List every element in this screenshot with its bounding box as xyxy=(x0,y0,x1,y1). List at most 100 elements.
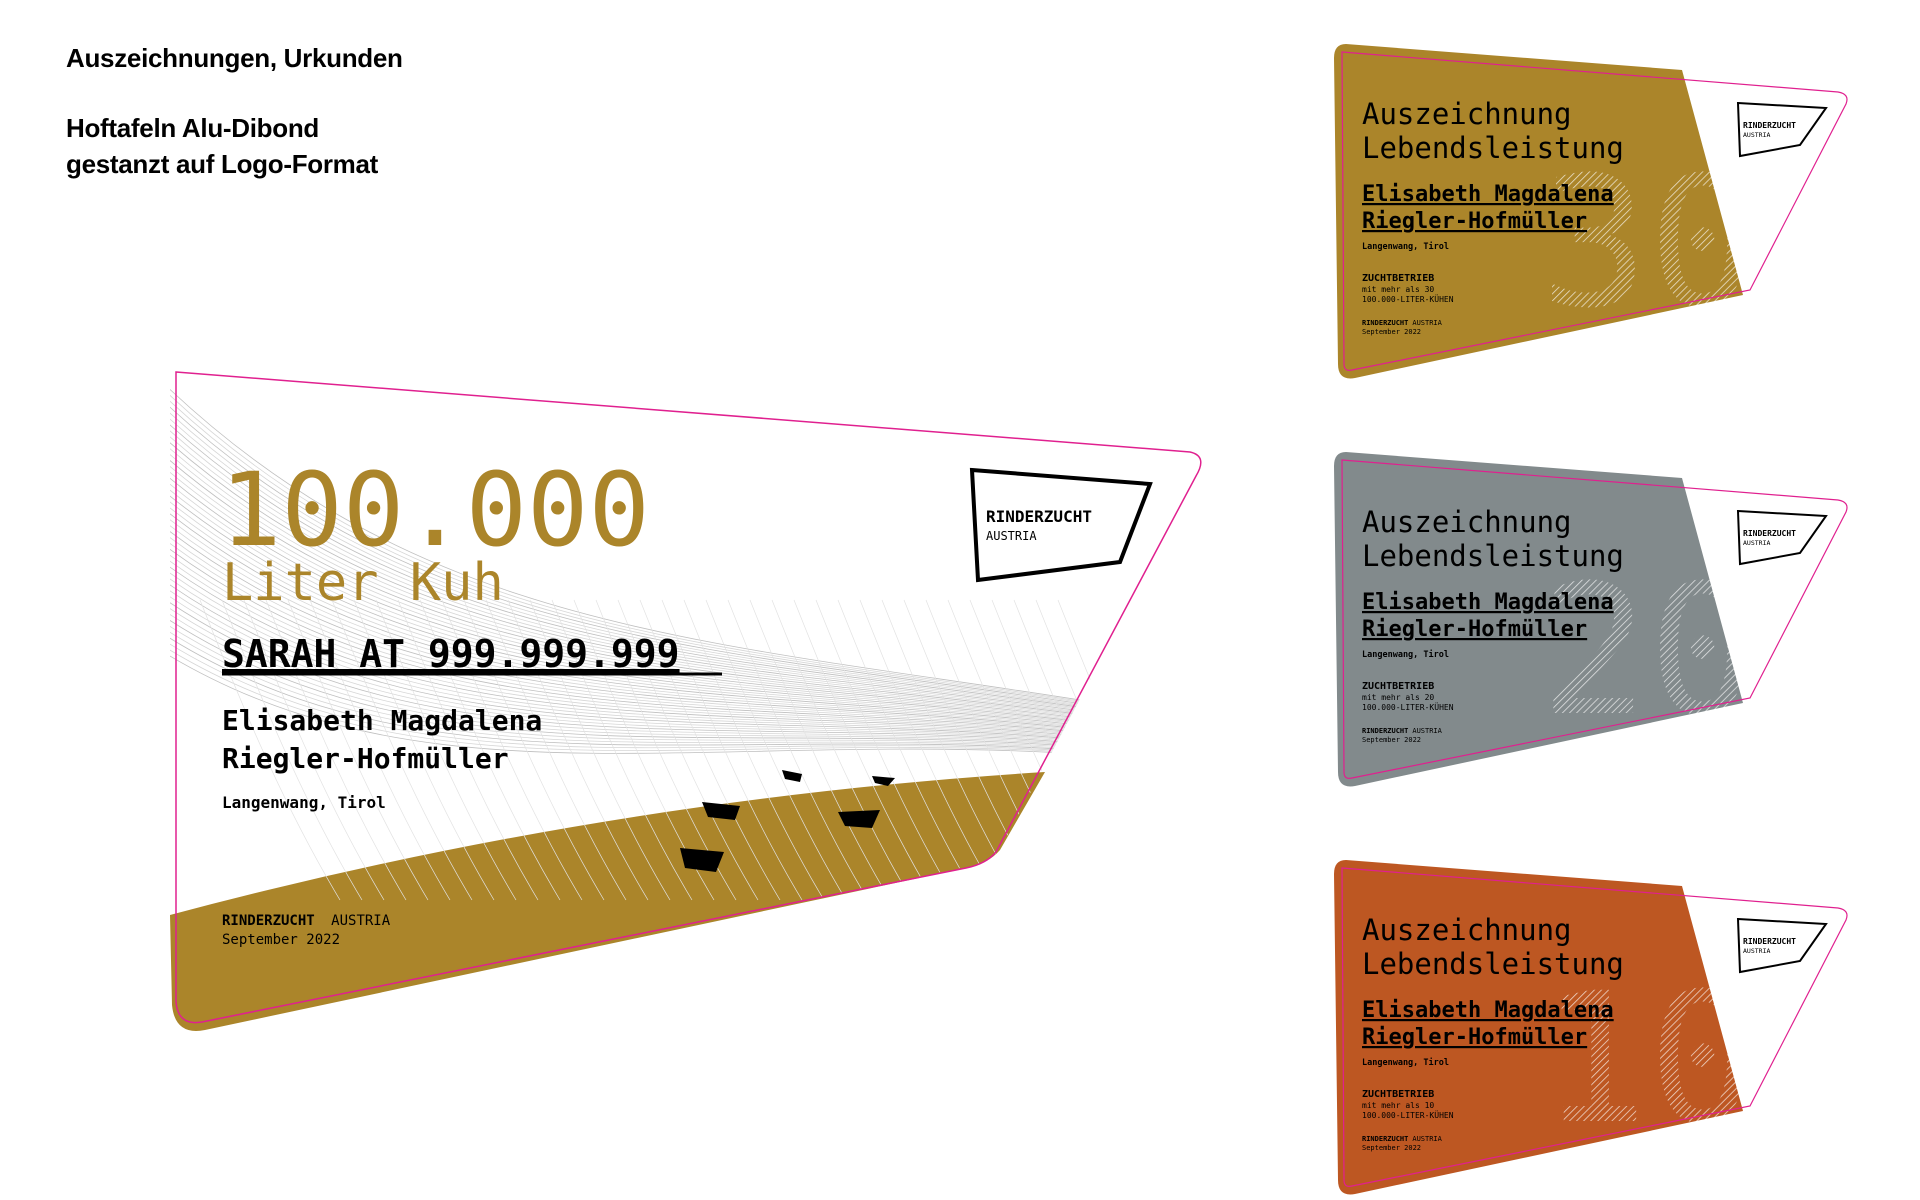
mesh-line xyxy=(170,619,1081,749)
small-plaque-field xyxy=(1334,452,1743,787)
owner-line-2: Riegler-Hofmüller xyxy=(222,742,509,775)
mesh-line xyxy=(837,599,979,901)
mesh-line xyxy=(170,511,1081,727)
cow-spot xyxy=(838,810,880,828)
owner-line-1: Elisabeth Magdalena xyxy=(222,704,542,737)
small-owner-2: Riegler-Hofmüller xyxy=(1362,617,1587,642)
mesh-line xyxy=(170,451,1081,715)
mesh-line xyxy=(397,599,539,901)
small-title-2: Lebendsleistung xyxy=(1362,539,1624,573)
main-unit: Liter Kuh xyxy=(222,553,504,613)
mesh-line xyxy=(991,599,1133,901)
mesh-line xyxy=(727,599,869,901)
mesh-line xyxy=(463,599,605,901)
small-owner-2: Riegler-Hofmüller xyxy=(1362,1025,1587,1050)
mesh-line xyxy=(170,517,1081,728)
mesh-line xyxy=(170,469,1081,719)
page-title: Auszeichnungen, Urkunden xyxy=(66,43,403,73)
mesh-line xyxy=(170,493,1081,724)
small-plaque-30: 30 RINDERZUCHT AUSTRIA Auszeichnung Lebe… xyxy=(1334,44,1848,379)
small-detail-2: 100.000-LITER-KÜHEN xyxy=(1362,1110,1454,1120)
mesh-line xyxy=(170,481,1081,721)
mesh-line xyxy=(170,643,1081,754)
mesh-line xyxy=(793,599,935,901)
small-cut-line xyxy=(1341,459,1848,779)
mesh-line xyxy=(617,599,759,901)
small-label: ZUCHTBETRIEB xyxy=(1362,681,1434,692)
small-plaque-field xyxy=(1334,44,1743,379)
logo-sub: AUSTRIA xyxy=(1743,539,1770,547)
cow-spot xyxy=(680,848,724,872)
logo-frame xyxy=(1736,509,1828,566)
small-owner-1: Elisabeth Magdalena xyxy=(1362,998,1614,1023)
logo-frame xyxy=(1736,917,1828,974)
mesh-line xyxy=(683,599,825,901)
logo-name: RINDERZUCHT xyxy=(1743,937,1796,946)
small-location: Langenwang, Tirol xyxy=(1362,649,1449,660)
mesh-line xyxy=(749,599,891,901)
mesh-line xyxy=(331,599,473,901)
mesh-line xyxy=(221,599,363,901)
mesh-line xyxy=(170,577,1081,740)
cow-name: SARAH AT 999.999.999 xyxy=(222,632,680,676)
mesh-line xyxy=(199,599,341,901)
small-footer-date: September 2022 xyxy=(1362,736,1421,744)
small-logo: RINDERZUCHT AUSTRIA xyxy=(1736,101,1828,158)
mesh-line xyxy=(170,487,1081,722)
big-number: 10 xyxy=(1540,955,1757,1164)
footer-date: September 2022 xyxy=(222,932,340,948)
mesh-line xyxy=(170,409,1081,707)
small-label: ZUCHTBETRIEB xyxy=(1362,1089,1434,1100)
big-number: 20 xyxy=(1540,547,1757,756)
location: Langenwang, Tirol xyxy=(222,793,386,812)
mesh-line xyxy=(170,571,1081,739)
cow-spot xyxy=(782,770,802,782)
cow-spot xyxy=(872,776,895,786)
small-owner-2: Riegler-Hofmüller xyxy=(1362,209,1587,234)
small-logo: RINDERZUCHT AUSTRIA xyxy=(1736,917,1828,974)
small-cut-line xyxy=(1341,867,1848,1187)
mesh-line xyxy=(419,599,561,901)
small-footer-date: September 2022 xyxy=(1362,1144,1421,1152)
small-plaque-10: 10 RINDERZUCHT AUSTRIA Auszeichnung Lebe… xyxy=(1334,860,1848,1195)
mesh-line xyxy=(170,415,1081,708)
mesh-line xyxy=(1057,599,1199,901)
footer-brand: RINDERZUCHT AUSTRIA xyxy=(222,913,391,929)
mesh-line xyxy=(170,433,1081,712)
mesh-line xyxy=(705,599,847,901)
mesh-line xyxy=(170,637,1081,752)
mesh-line xyxy=(170,583,1081,742)
small-detail-1: mit mehr als 10 xyxy=(1362,1101,1434,1110)
mesh-line xyxy=(309,599,451,901)
small-label: ZUCHTBETRIEB xyxy=(1362,273,1434,284)
mesh-line xyxy=(170,529,1081,731)
mesh-line xyxy=(170,475,1081,720)
footer-brand-sub: AUSTRIA xyxy=(331,913,391,929)
small-location: Langenwang, Tirol xyxy=(1362,241,1449,252)
mesh-line xyxy=(170,391,1081,703)
mesh-line xyxy=(170,505,1081,726)
main-number: 100.000 xyxy=(220,451,650,570)
small-plaque-field xyxy=(1334,860,1743,1195)
small-plaque-20: 20 RINDERZUCHT AUSTRIA Auszeichnung Lebe… xyxy=(1334,452,1848,787)
mesh-line xyxy=(170,379,1081,701)
mesh-line xyxy=(170,463,1081,718)
mesh-line xyxy=(507,599,649,901)
mesh-line xyxy=(170,385,1081,702)
main-gold-field xyxy=(170,772,1045,1031)
big-number: 30 xyxy=(1540,139,1757,348)
mesh-line xyxy=(170,541,1081,733)
mesh-line xyxy=(859,599,1001,901)
small-location: Langenwang, Tirol xyxy=(1362,1057,1449,1068)
mesh-line xyxy=(170,625,1081,750)
mesh-line xyxy=(529,599,671,901)
cow-spot xyxy=(702,802,740,820)
small-detail-2: 100.000-LITER-KÜHEN xyxy=(1362,702,1454,712)
mesh-line xyxy=(287,599,429,901)
mesh-line xyxy=(170,589,1081,743)
line-mesh-graphic xyxy=(170,379,1199,901)
small-owner-1: Elisabeth Magdalena xyxy=(1362,182,1614,207)
mesh-line xyxy=(170,427,1081,710)
